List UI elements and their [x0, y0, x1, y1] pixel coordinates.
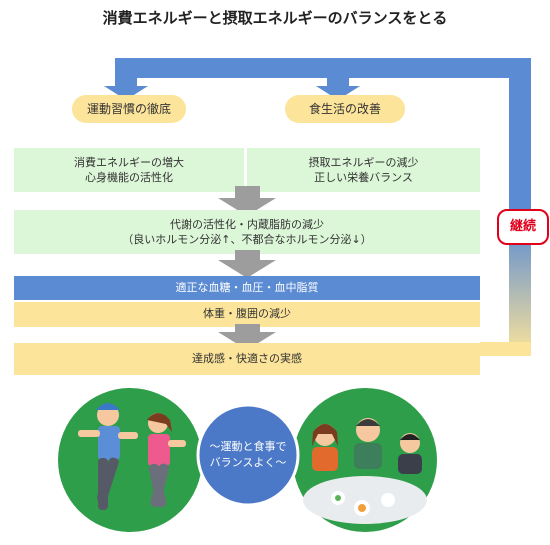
- loop-top-bar: [115, 58, 531, 78]
- loop-right-column: [509, 58, 531, 356]
- bar-weight: [14, 302, 480, 327]
- bar-blood-label: 適正な血糖・血圧・血中脂質: [175, 281, 319, 294]
- box-metabolism-line1: 代謝の活性化・内蔵脂肪の減少: [170, 218, 324, 231]
- box-metabolism: [14, 210, 480, 254]
- box-energy-intake-line1: 摂取エネルギーの減少: [308, 156, 419, 169]
- pill-exercise-label: 運動習慣の徹底: [86, 102, 171, 116]
- arrow-to-right-pill: [316, 78, 360, 100]
- pill-diet: [285, 95, 405, 123]
- bar-blood: [14, 276, 480, 300]
- bar-weight-label: 体重・腹囲の減少: [203, 307, 291, 320]
- circle-center: [196, 403, 300, 507]
- loop-bottom-connector: [480, 342, 531, 356]
- family-meal-icon: [303, 418, 427, 524]
- box-energy-consumption-line1: 消費エネルギーの増大: [74, 156, 184, 169]
- center-label-line1: 〜運動と食事で: [209, 440, 287, 453]
- runner-female-icon: [147, 413, 186, 508]
- box-energy-intake: [247, 148, 480, 192]
- runner-male-icon: [78, 403, 138, 510]
- pill-exercise: [72, 95, 186, 123]
- pill-diet-label: 食生活の改善: [308, 102, 381, 116]
- arrow-down-1: [218, 186, 276, 216]
- box-energy-intake-line2: 正しい栄養バランス: [314, 171, 413, 184]
- arrow-down-3: [218, 324, 276, 350]
- box-metabolism-line2: （良いホルモン分泌↑、不都合なホルモン分泌↓）: [122, 233, 372, 246]
- loop-continue-label: 継続: [497, 209, 549, 245]
- bar-achievement: [14, 343, 480, 375]
- box-energy-consumption: [14, 148, 244, 192]
- circle-exercise: [58, 388, 202, 532]
- arrow-down-2: [218, 250, 276, 278]
- bar-achievement-label: 達成感・快適さの実感: [192, 352, 302, 365]
- center-label-line2: バランスよく〜: [209, 456, 287, 469]
- diagram-title: 消費エネルギーと摂取エネルギーのバランスをとる: [102, 9, 448, 27]
- arrow-to-left-pill: [104, 78, 148, 100]
- box-energy-consumption-line2: 心身機能の活性化: [85, 171, 173, 184]
